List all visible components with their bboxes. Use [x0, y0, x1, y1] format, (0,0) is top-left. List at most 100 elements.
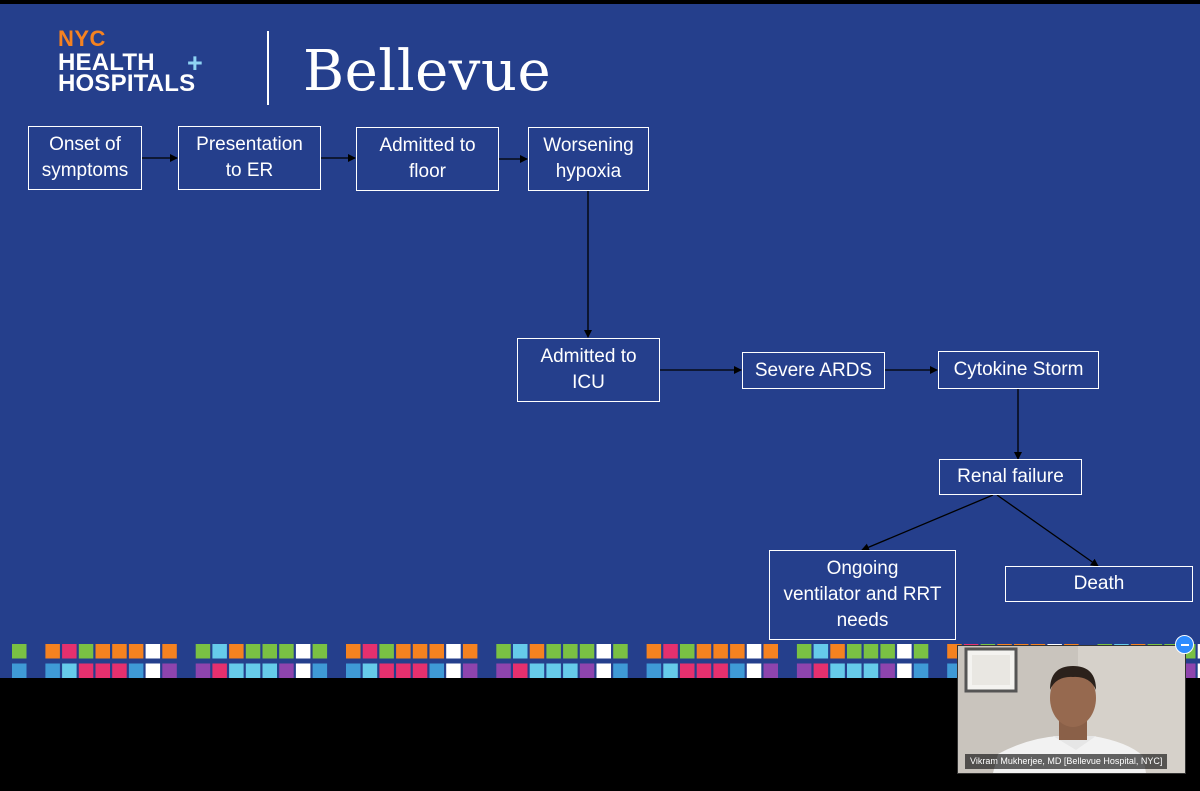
participant-video-tile[interactable]: Vikram Mukherjee, MD [Bellevue Hospital,… — [957, 645, 1186, 774]
pattern-tile — [613, 644, 628, 659]
pattern-tile — [279, 644, 294, 659]
pattern-tile — [813, 644, 829, 659]
node-onset-of-symptoms: Onset of symptoms — [28, 126, 142, 190]
pattern-tile — [462, 644, 478, 659]
pattern-tile — [229, 663, 244, 678]
pattern-tile — [396, 644, 411, 659]
pattern-tile — [563, 644, 578, 659]
pattern-tile — [513, 644, 528, 659]
pattern-tile — [379, 663, 394, 678]
logo-health-text: HEALTH — [58, 49, 155, 76]
pattern-tile — [128, 644, 144, 659]
pattern-tile — [245, 663, 261, 678]
pattern-tile — [412, 644, 428, 659]
pattern-tile — [295, 663, 311, 678]
pattern-tile — [663, 644, 678, 659]
pattern-tile — [713, 644, 728, 659]
presentation-slide: NYC HEALTH + HOSPITALS Bellevue Onset of… — [0, 4, 1200, 678]
pattern-tile — [546, 644, 561, 659]
pattern-tile — [312, 663, 328, 678]
pattern-tile — [579, 644, 595, 659]
pattern-tile — [45, 663, 60, 678]
pattern-tile — [295, 644, 311, 659]
pattern-tile — [480, 664, 495, 679]
pattern-tile — [880, 663, 895, 678]
pattern-tile — [362, 663, 378, 678]
node-presentation-to-er: Presentation to ER — [178, 126, 321, 190]
pattern-tile — [713, 663, 728, 678]
pattern-tile — [480, 644, 495, 659]
pattern-tile — [212, 663, 227, 678]
logo-hospitals-text: HOSPITALS — [58, 70, 196, 97]
pattern-tile — [863, 663, 879, 678]
pattern-tile — [496, 663, 511, 678]
pattern-tile — [412, 663, 428, 678]
node-death: Death — [1005, 566, 1193, 602]
pattern-tile — [179, 644, 194, 659]
pattern-tile — [663, 663, 678, 678]
pattern-tile — [446, 663, 461, 678]
pattern-tile — [12, 644, 27, 659]
pattern-tile — [279, 663, 294, 678]
pattern-tile — [563, 663, 578, 678]
participant-name-label: Vikram Mukherjee, MD [Bellevue Hospital,… — [965, 754, 1168, 769]
pattern-tile — [847, 663, 862, 678]
pattern-tile — [780, 644, 795, 659]
pattern-tile — [646, 663, 662, 678]
pattern-tile — [179, 664, 194, 679]
pattern-tile — [312, 644, 328, 659]
pattern-tile — [162, 644, 177, 659]
pattern-tile — [145, 663, 161, 678]
pattern-tile — [696, 644, 712, 659]
pattern-tile — [529, 644, 545, 659]
pattern-tile — [229, 644, 244, 659]
pattern-tile — [897, 644, 912, 659]
pattern-tile — [446, 644, 461, 659]
pattern-tile — [78, 663, 94, 678]
pattern-tile — [62, 644, 77, 659]
arrow-renal-to-ongoing — [861, 494, 994, 551]
pattern-tile — [262, 644, 277, 659]
pattern-tile — [12, 663, 27, 678]
pattern-tile — [931, 664, 946, 679]
pattern-tile — [880, 644, 895, 659]
pattern-tile — [29, 664, 44, 679]
node-ongoing-ventilator-rrt: Ongoing ventilator and RRT needs — [769, 550, 956, 640]
pattern-tile — [429, 663, 444, 678]
node-renal-failure: Renal failure — [939, 459, 1082, 495]
pattern-tile — [62, 663, 77, 678]
pattern-tile — [95, 663, 110, 678]
pattern-tile — [346, 663, 361, 678]
pattern-tile — [195, 644, 211, 659]
pattern-tile — [513, 663, 528, 678]
pattern-tile — [780, 664, 795, 679]
pattern-tile — [379, 644, 394, 659]
minimize-video-button[interactable] — [1175, 635, 1194, 654]
pattern-tile — [95, 644, 110, 659]
pattern-tile — [496, 644, 511, 659]
pattern-tile — [45, 644, 60, 659]
pattern-tile — [630, 664, 645, 679]
pattern-tile — [329, 644, 344, 659]
pattern-tile — [1197, 644, 1200, 659]
pattern-tile — [262, 663, 277, 678]
pattern-tile — [696, 663, 712, 678]
pattern-tile — [913, 663, 929, 678]
pattern-tile — [128, 663, 144, 678]
pattern-tile — [897, 663, 912, 678]
pattern-tile — [396, 663, 411, 678]
pattern-tile — [245, 644, 261, 659]
node-admitted-to-floor: Admitted to floor — [356, 127, 499, 191]
pattern-tile — [529, 663, 545, 678]
pattern-tile — [763, 663, 778, 678]
pattern-tile — [579, 663, 595, 678]
pattern-tile — [29, 644, 44, 659]
bellevue-logo: Bellevue — [303, 39, 552, 104]
pattern-tile — [931, 644, 946, 659]
pattern-tile — [847, 644, 862, 659]
pattern-tile — [112, 644, 127, 659]
pattern-tile — [863, 644, 879, 659]
pattern-tile — [429, 644, 444, 659]
pattern-tile — [830, 663, 845, 678]
pattern-tile — [813, 663, 829, 678]
